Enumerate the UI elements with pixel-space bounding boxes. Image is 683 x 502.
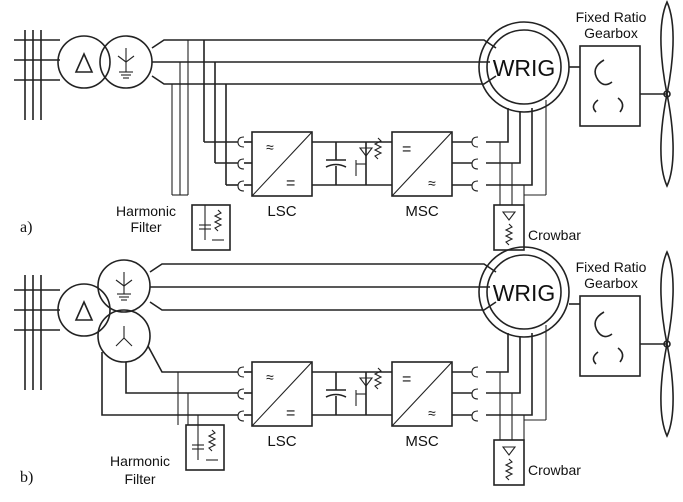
dc-link-b (312, 367, 392, 416)
delta-winding-icon (74, 52, 94, 73)
crowbar-a: Crowbar (493, 204, 581, 251)
gearbox-label-line2: Gearbox (584, 25, 638, 41)
harmonic-filter-a: Harmonic Filter (116, 203, 231, 251)
gearbox-a: Fixed Ratio Gearbox (576, 9, 667, 127)
gearbox-label-line1: Fixed Ratio (576, 259, 647, 275)
propeller-b (660, 251, 674, 437)
svg-text:=: = (402, 141, 411, 158)
generator-label: WRIG (493, 55, 556, 81)
crowbar-label: Crowbar (528, 462, 581, 478)
rotor-lines-b (486, 325, 547, 440)
rotor-lines-a (486, 100, 547, 205)
panel-b: WRIG Fixed Ratio Gearbox (14, 246, 674, 487)
filter-label-line2: Filter (130, 219, 161, 235)
grid-bus-b (14, 275, 60, 390)
stator-lines-a (151, 39, 497, 196)
generator-b: WRIG (478, 246, 580, 338)
grounded-wye-icon (115, 272, 133, 301)
harmonic-filter-b: Harmonic Filter (110, 424, 225, 487)
lsc-label: LSC (267, 203, 296, 220)
grounded-wye-icon (117, 48, 135, 79)
generator-label: WRIG (493, 280, 556, 306)
svg-text:≈: ≈ (266, 369, 274, 385)
gearbox-b: Fixed Ratio Gearbox (576, 259, 667, 377)
diode-icon (358, 147, 374, 157)
msc-b: = ≈ MSC (391, 361, 479, 450)
filter-label-line2: Filter (124, 471, 155, 487)
panel-tag: b) (20, 469, 33, 486)
gear-icon (594, 311, 613, 338)
msc-label: MSC (405, 433, 439, 450)
dc-link-a (312, 137, 392, 186)
panel-tag: a) (20, 219, 32, 236)
filter-label-line1: Harmonic (116, 203, 176, 219)
svg-text:≈: ≈ (428, 405, 436, 421)
crowbar-label: Crowbar (528, 227, 581, 243)
generator-a: WRIG (478, 21, 580, 113)
grid-bus-a (14, 30, 60, 120)
propeller-a (660, 1, 674, 187)
msc-a: = ≈ MSC (391, 131, 479, 220)
lsc-a: ≈ = LSC (204, 131, 313, 220)
crowbar-b: Crowbar (493, 439, 581, 486)
delta-winding-icon (74, 300, 94, 321)
transformer-a (57, 35, 153, 89)
lsc-b: ≈ = LSC (237, 361, 313, 450)
wye-winding-icon (115, 326, 133, 347)
gear-icon (594, 59, 613, 86)
transformer-b (57, 259, 151, 363)
filter-label-line1: Harmonic (110, 453, 170, 469)
svg-text:≈: ≈ (266, 139, 274, 155)
svg-text:=: = (286, 405, 295, 422)
stator-lines-b (149, 263, 497, 311)
gearbox-label-line1: Fixed Ratio (576, 9, 647, 25)
svg-text:=: = (286, 175, 295, 192)
lsc-label: LSC (267, 433, 296, 450)
panel-a: WRIG Fixed Ratio Gearbox (14, 1, 674, 251)
tertiary-lines-b (101, 345, 238, 425)
gearbox-label-line2: Gearbox (584, 275, 638, 291)
svg-text:≈: ≈ (428, 175, 436, 191)
diode-icon (358, 377, 374, 387)
msc-label: MSC (405, 203, 439, 220)
svg-text:=: = (402, 371, 411, 388)
